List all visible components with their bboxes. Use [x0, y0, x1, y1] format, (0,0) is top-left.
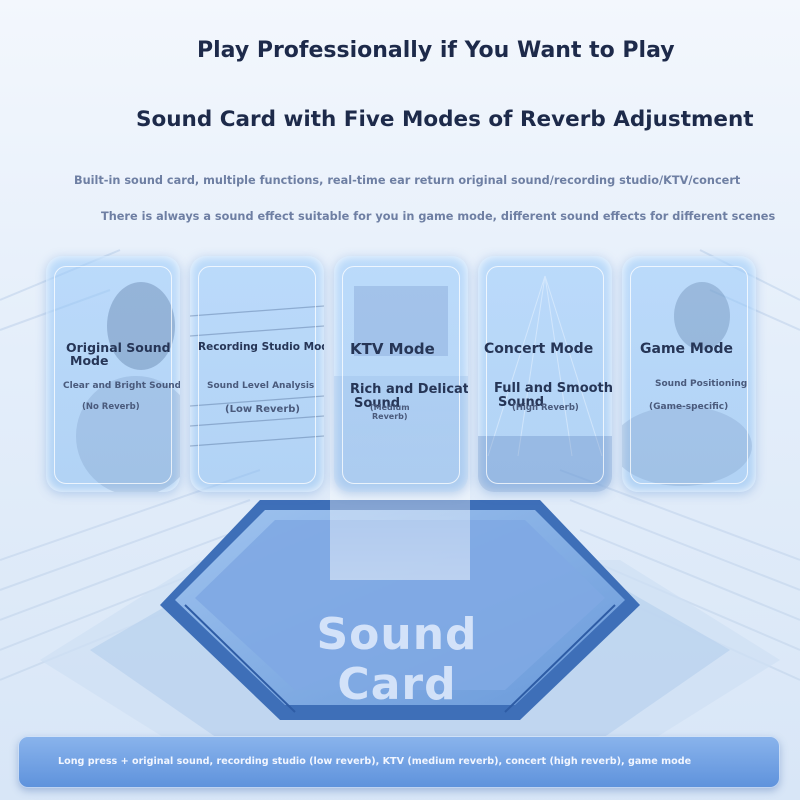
mode-card-game: Game Mode Sound Positioning (Game-specif… — [622, 256, 756, 492]
mode-reverb-cont: Reverb) — [372, 412, 408, 421]
mode-reverb: (Game-specific) — [649, 402, 729, 412]
mode-feature-cont: Sound — [354, 396, 401, 411]
mode-card-recording-studio: Recording Studio Mode Sound Level Analys… — [190, 256, 324, 492]
mode-card-concert: Concert Mode Full and Smooth Sound (High… — [478, 256, 612, 492]
mode-feature: Full and Smooth — [494, 381, 612, 396]
gamer-photo — [622, 282, 752, 486]
chip-label-line-1: Sound — [316, 609, 478, 660]
mode-feature-cont: Sound — [498, 395, 545, 410]
mode-title: Game Mode — [640, 341, 733, 357]
mode-title-cont: Mode — [70, 353, 109, 368]
chip-label: Sound Card — [292, 610, 502, 710]
singer-photo — [76, 282, 180, 492]
mode-feature: Sound Level Analysis — [207, 381, 315, 391]
ktv-room-photo — [334, 286, 468, 492]
description-line-2: There is always a sound effect suitable … — [101, 210, 776, 223]
footer-text: Long press + original sound, recording s… — [58, 756, 692, 767]
mode-feature: Rich and Delicate — [350, 382, 468, 397]
mode-reverb: (Medium — [370, 403, 410, 412]
mode-title: KTV Mode — [350, 340, 435, 358]
mode-reverb: (No Reverb) — [82, 402, 140, 412]
mode-title: Concert Mode — [484, 341, 594, 357]
footer-banner: Long press + original sound, recording s… — [18, 736, 780, 788]
mode-feature: Clear and Bright Sound — [63, 381, 180, 391]
description-line-1: Built-in sound card, multiple functions,… — [74, 174, 741, 187]
mode-card-original-sound: Original Sound Mode Clear and Bright Sou… — [46, 256, 180, 492]
mode-title: Recording Studio Mode — [198, 341, 324, 353]
chip-label-line-2: Card — [337, 659, 457, 710]
concert-stage-photo — [478, 275, 612, 492]
mode-title: Original Sound — [66, 340, 171, 355]
mode-reverb: (Low Reverb) — [225, 404, 300, 415]
mode-reverb: (High Reverb) — [512, 403, 579, 413]
mixing-console-photo — [190, 305, 324, 447]
mode-feature: Sound Positioning — [655, 379, 748, 389]
subheadline: Sound Card with Five Modes of Reverb Adj… — [136, 107, 754, 132]
mode-card-ktv: KTV Mode Rich and Delicate Sound (Medium… — [334, 256, 468, 492]
headline: Play Professionally if You Want to Play — [197, 38, 675, 63]
